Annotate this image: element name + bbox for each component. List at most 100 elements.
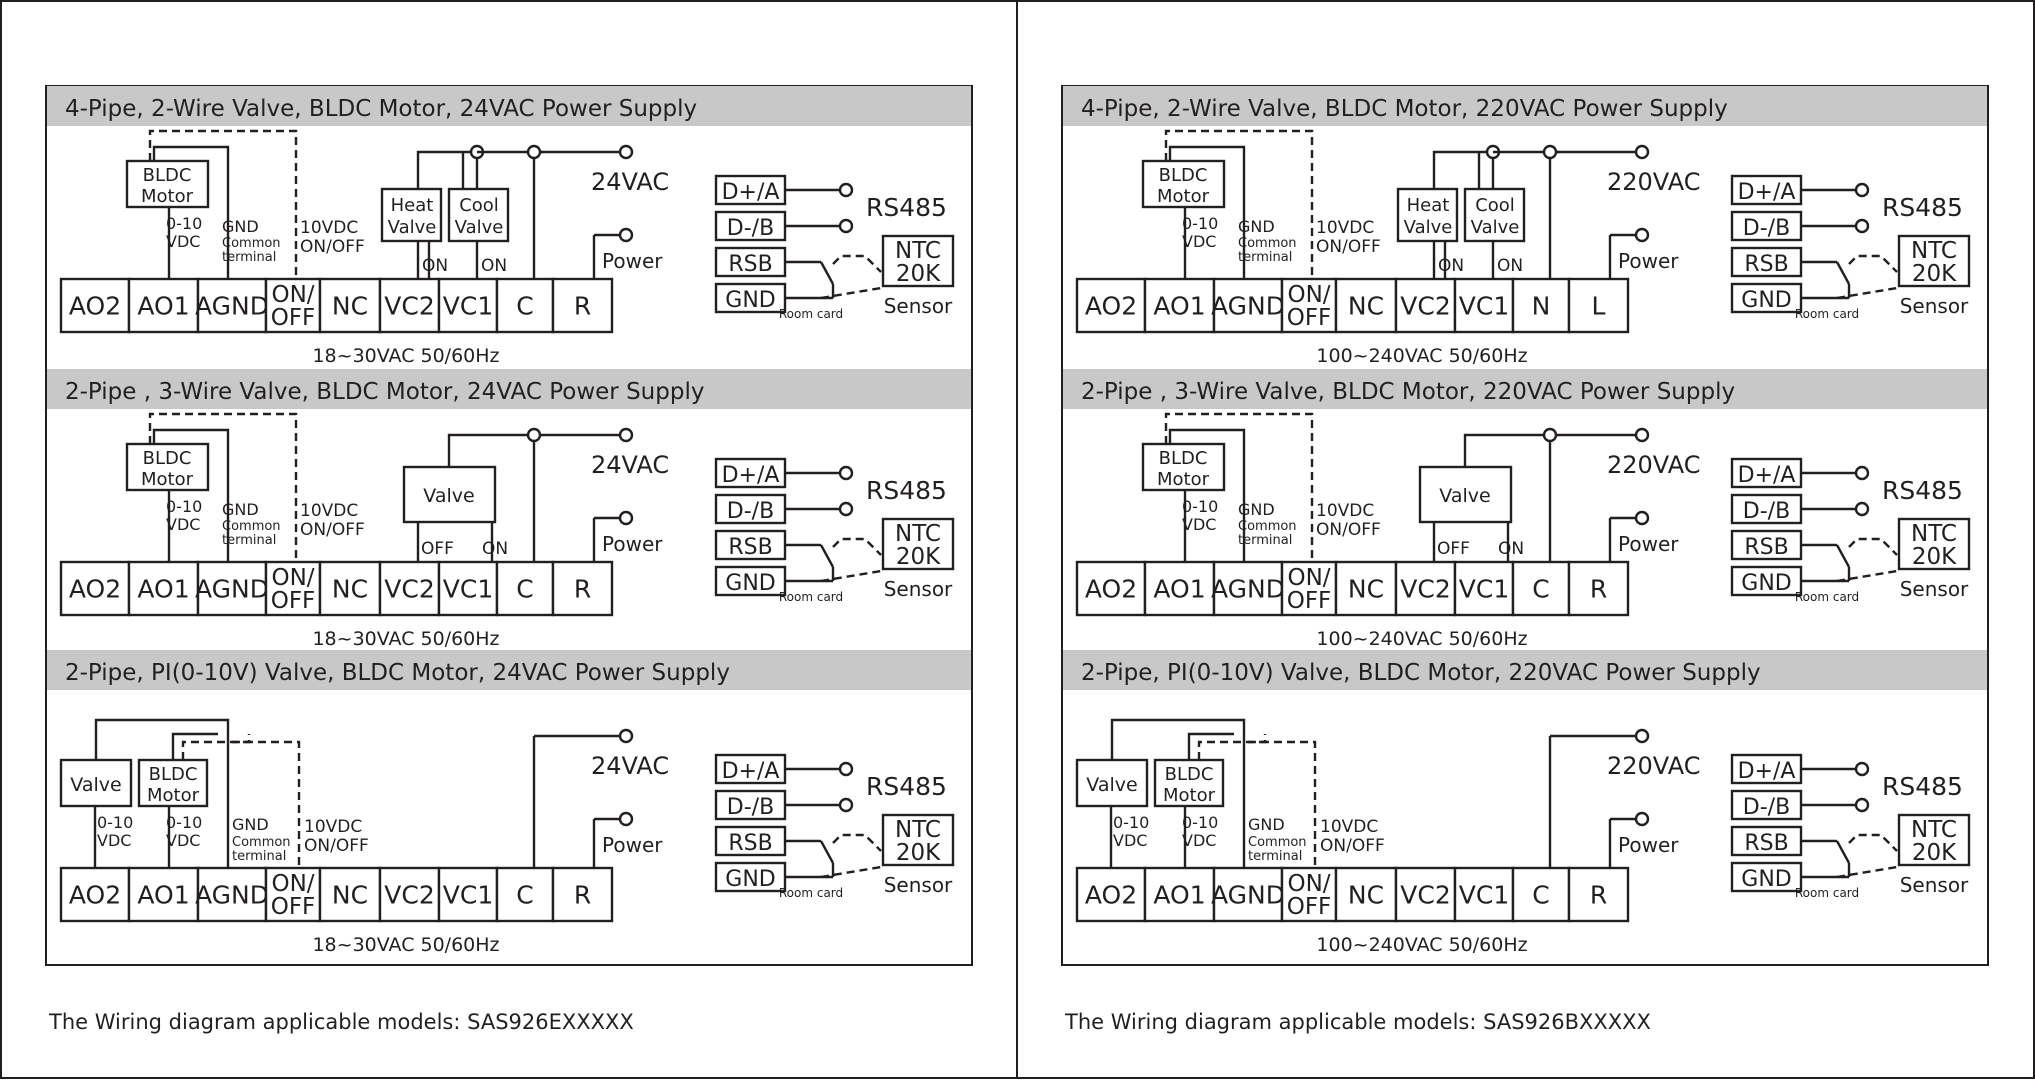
- rs485-pin-label: RSB: [728, 535, 772, 560]
- terminal-block-8: [1567, 866, 1630, 923]
- heat-valve-box: [1396, 187, 1459, 243]
- room-card-contact: [819, 261, 835, 285]
- terminal-block-2: [196, 277, 268, 334]
- gnd-label: GND: [222, 217, 259, 236]
- power-terminal-dot: [618, 811, 634, 827]
- rs485-pin-box: [1730, 457, 1803, 489]
- switch-label: ON/OFF: [1320, 836, 1385, 856]
- heat-label: Heat: [391, 195, 434, 216]
- terminal-label: R: [1590, 881, 1607, 910]
- junction-dot: [1542, 144, 1558, 160]
- rs485-pin-label: GND: [725, 288, 775, 313]
- room-card-contact: [1835, 840, 1851, 864]
- gnd-label: GND: [1248, 815, 1285, 834]
- terminal-block-1: [127, 277, 200, 334]
- terminal-label: VC2: [1400, 575, 1450, 604]
- cool-valve-box: [1463, 187, 1526, 243]
- rs485-pin-box: [714, 825, 787, 857]
- terminal-block-1: [1143, 560, 1216, 617]
- terminal-block-8: [1567, 277, 1630, 334]
- signal-label: 0-10: [166, 497, 202, 516]
- wire: [1110, 718, 1246, 868]
- rs485-pin-label: RSB: [1744, 535, 1788, 560]
- wire: [1432, 150, 1493, 189]
- motor-label: Motor: [141, 186, 194, 207]
- common-label: Common: [1248, 835, 1307, 850]
- terminal-label: AGND: [195, 575, 269, 604]
- rs485-dminus-dot: [1854, 218, 1870, 234]
- heat-on-label: ON: [422, 256, 448, 276]
- rs485-pin-label: D+/A: [1738, 180, 1796, 205]
- room-card-contact: [819, 544, 835, 568]
- wire: [1187, 732, 1234, 760]
- switch-wire-dashed: [1164, 129, 1314, 279]
- rs485-pin-label: D-/B: [727, 499, 774, 524]
- ntc-20k-label: 20K: [1912, 840, 1957, 866]
- applicable-models-note: The Wiring diagram applicable models: SA…: [1064, 1010, 1651, 1034]
- terminal-block-7: [1511, 560, 1571, 617]
- valve-on-label: ON: [482, 539, 508, 559]
- terminal-label: AGND: [1211, 292, 1285, 321]
- terminal-label: AO2: [69, 292, 121, 321]
- rs485-pin-label: RSB: [728, 831, 772, 856]
- rs485-pin-label: GND: [725, 571, 775, 596]
- terminal-label: AGND: [1211, 575, 1285, 604]
- common-label: Common: [232, 835, 291, 850]
- terminal-label: VC2: [384, 575, 434, 604]
- rs485-label: RS485: [1882, 772, 1963, 801]
- rs485-dplus-dot: [1854, 761, 1870, 777]
- terminal-label: C: [1532, 881, 1549, 910]
- rs485-dminus-dot: [1854, 797, 1870, 813]
- rs485-dminus-dot: [838, 797, 854, 813]
- terminal-label: C: [516, 575, 533, 604]
- terminal-label: R: [574, 575, 591, 604]
- terminal-block-3: [264, 866, 322, 923]
- signal-label: 0-10: [1113, 813, 1149, 832]
- signal-unit: VDC: [1182, 831, 1216, 850]
- sensor-caption: Sensor: [1900, 577, 1969, 601]
- terminal-label: NC: [332, 575, 368, 604]
- rs485-pin-label: D+/A: [1738, 463, 1796, 488]
- terminal-label: AO2: [1085, 881, 1137, 910]
- section-title: 2-Pipe, PI(0-10V) Valve, BLDC Motor, 220…: [1081, 660, 1761, 686]
- room-card-contact: [1835, 261, 1851, 285]
- terminal-block-6: [437, 277, 499, 334]
- wire: [171, 732, 218, 760]
- room-card-label: Room card: [779, 307, 843, 321]
- supply-voltage: 220VAC: [1607, 168, 1700, 196]
- signal-unit: VDC: [166, 831, 200, 850]
- terminal-block-6: [1453, 866, 1515, 923]
- supply-frequency: 18~30VAC 50/60Hz: [312, 345, 499, 367]
- panel-0: The Wiring diagram applicable models: SA…: [45, 85, 973, 1034]
- section-title: 4-Pipe, 2-Wire Valve, BLDC Motor, 24VAC …: [65, 96, 697, 122]
- ntc-label: NTC: [1911, 521, 1957, 547]
- terminal-block-1: [1143, 866, 1216, 923]
- signal-unit: VDC: [1113, 831, 1147, 850]
- cool-valve-box: [447, 187, 510, 243]
- wire: [447, 433, 534, 467]
- heat-valve-box: [380, 187, 443, 243]
- rs485-pin-label: D-/B: [1743, 499, 1790, 524]
- signal-label: 0-10: [166, 813, 202, 832]
- wire: [152, 428, 230, 562]
- bldc-label: BLDC: [143, 448, 192, 469]
- terminal-block-8: [551, 560, 614, 617]
- switch-wire-dashed: [1197, 734, 1267, 760]
- section-4pipe: 4-Pipe, 2-Wire Valve, BLDC Motor, 24VAC …: [47, 86, 971, 367]
- ntc-sensor-box: [1897, 813, 1971, 867]
- switch-label: ON/OFF: [304, 836, 369, 856]
- terminal-label-on: ON/: [1287, 871, 1330, 897]
- rs485-dplus-dot: [838, 761, 854, 777]
- valve-label: Valve: [1439, 485, 1490, 507]
- section-header: [47, 650, 971, 690]
- terminal-label: VC1: [443, 292, 493, 321]
- terminal-label-off: OFF: [1287, 305, 1332, 331]
- gnd-label: GND: [1238, 217, 1275, 236]
- bldc-label: BLDC: [1165, 764, 1214, 785]
- rs485-pin-label: RSB: [1744, 252, 1788, 277]
- rs485-pin-label: D-/B: [1743, 216, 1790, 241]
- gnd-label: GND: [222, 500, 259, 519]
- switch-voltage-label: 10VDC: [1316, 218, 1374, 238]
- terminal-label: R: [574, 881, 591, 910]
